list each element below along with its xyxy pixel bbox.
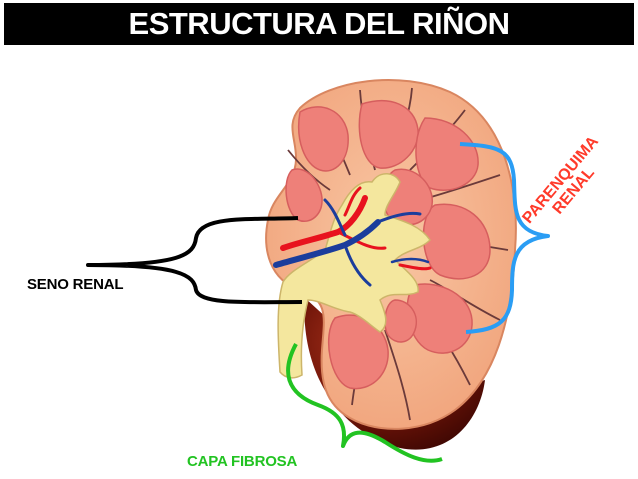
renal-pyramids xyxy=(285,100,491,390)
capa-fibrosa-label: CAPA FIBROSA xyxy=(187,453,298,470)
parenquima-bracket xyxy=(459,142,550,334)
renal-pelvis xyxy=(277,173,431,379)
capa-fibrosa-bracket xyxy=(286,343,443,463)
page-title: ESTRUCTURA DEL RIÑON xyxy=(4,3,634,45)
seno-renal-label: SENO RENAL xyxy=(27,276,124,293)
seno-renal-bracket xyxy=(86,216,303,305)
renal-vessels xyxy=(273,186,432,287)
